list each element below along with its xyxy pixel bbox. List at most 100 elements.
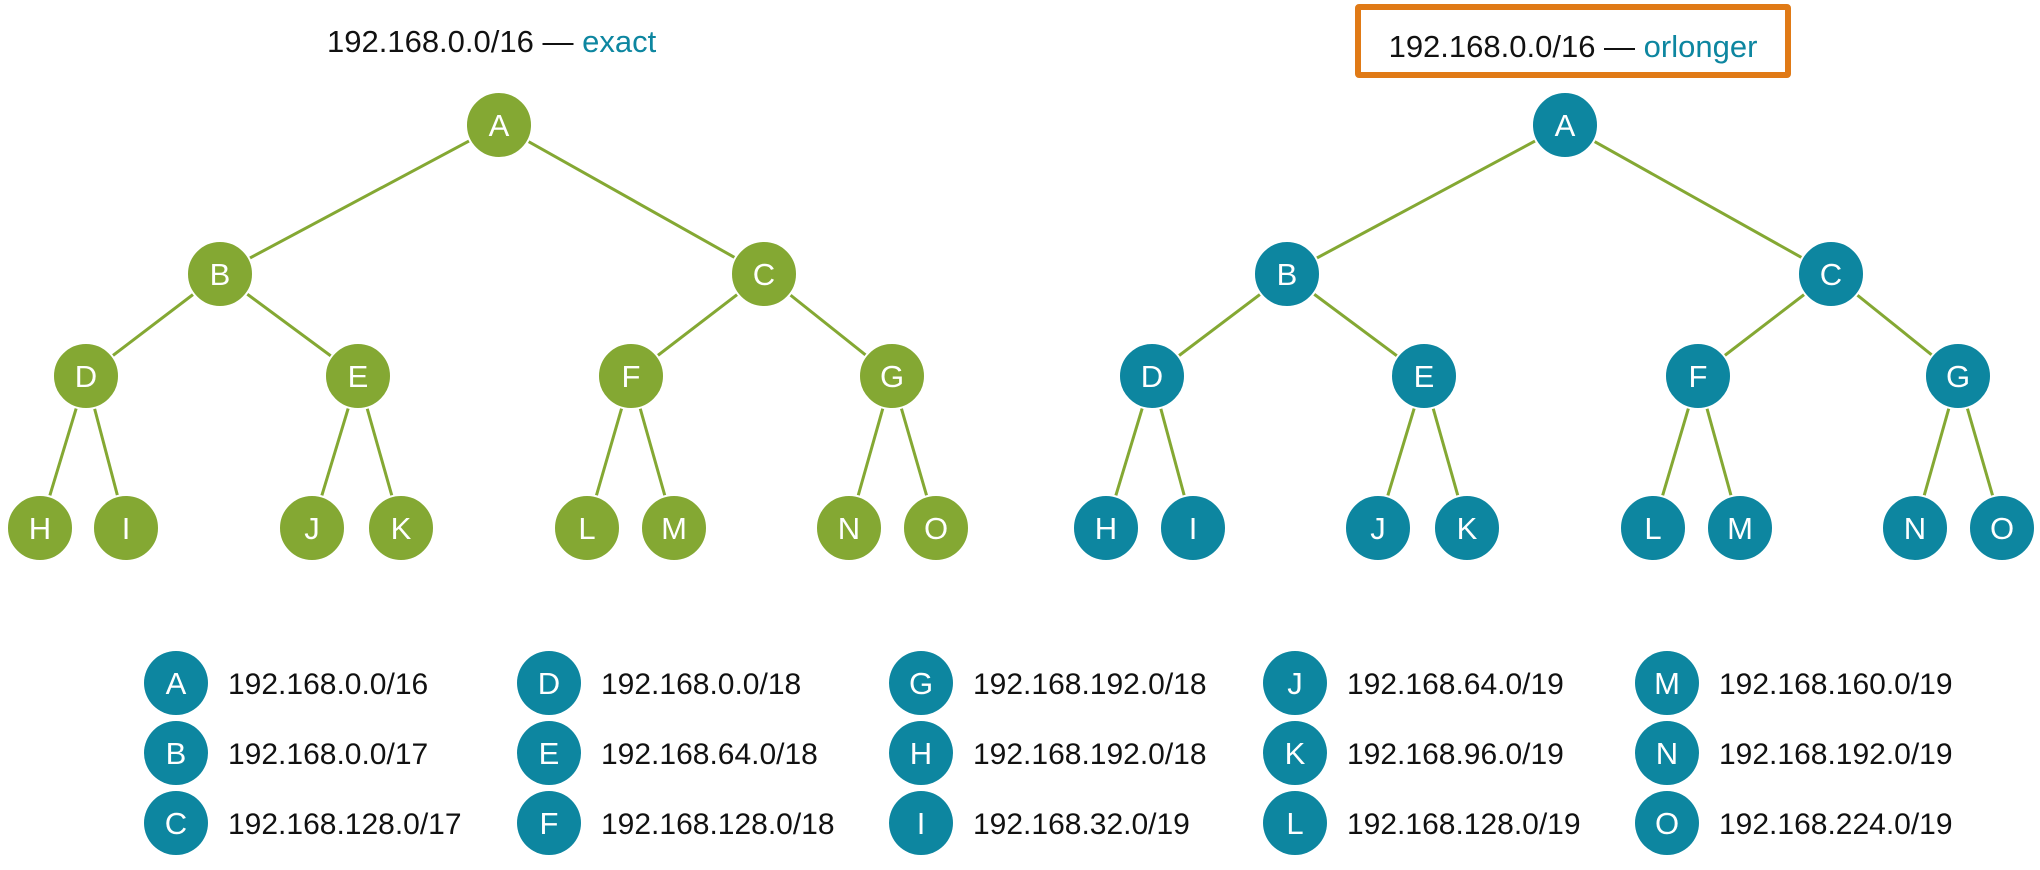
legend-node-circle-H	[889, 721, 953, 785]
legend-prefix-G: 192.168.192.0/18	[973, 668, 1207, 701]
legend-node-circle-K	[1263, 721, 1327, 785]
legend-prefix-D: 192.168.0.0/18	[601, 668, 801, 701]
node-orlonger-F: F	[1664, 342, 1732, 410]
node-circle-orlonger-G	[1924, 342, 1992, 410]
node-label-orlonger-I: I	[1189, 511, 1198, 546]
legend-prefix-B: 192.168.0.0/17	[228, 738, 428, 771]
node-circle-exact-A	[465, 91, 533, 159]
node-circle-orlonger-N	[1881, 494, 1949, 562]
node-exact-B: B	[186, 240, 254, 308]
node-circle-orlonger-A	[1531, 91, 1599, 159]
legend-node-circle-L	[1263, 791, 1327, 855]
node-label-exact-O: O	[924, 511, 948, 546]
title-exact-separator: —	[533, 24, 583, 59]
legend-node-circle-O	[1635, 791, 1699, 855]
node-orlonger-O: O	[1968, 494, 2036, 562]
legend-item-K: K 192.168.96.0/19	[1263, 721, 1564, 785]
legend-node-circle-G	[889, 651, 953, 715]
legend-node-label-B: B	[166, 736, 187, 771]
node-label-exact-F: F	[622, 359, 641, 394]
node-exact-M: M	[640, 494, 708, 562]
edge-exact-A-B	[219, 123, 500, 276]
node-label-orlonger-F: F	[1689, 359, 1708, 394]
node-orlonger-K: K	[1433, 494, 1501, 562]
edge-orlonger-A-C	[1564, 123, 1832, 276]
legend-node-circle-D	[517, 651, 581, 715]
node-circle-orlonger-I	[1159, 494, 1227, 562]
node-circle-exact-K	[367, 494, 435, 562]
node-exact-K: K	[367, 494, 435, 562]
legend-node-label-O: O	[1655, 806, 1679, 841]
legend-item-G: G 192.168.192.0/18	[889, 651, 1207, 715]
legend-node-label-D: D	[538, 666, 560, 701]
node-exact-E: E	[324, 342, 392, 410]
legend-prefix-O: 192.168.224.0/19	[1719, 808, 1953, 841]
node-circle-exact-E	[324, 342, 392, 410]
legend-node-circle-E	[517, 721, 581, 785]
legend-prefix-K: 192.168.96.0/19	[1347, 738, 1564, 771]
legend-prefix-M: 192.168.160.0/19	[1719, 668, 1953, 701]
legend-node-label-N: N	[1656, 736, 1678, 771]
legend-node-label-F: F	[540, 806, 559, 841]
title-exact-mode: exact	[582, 24, 657, 59]
node-label-exact-I: I	[122, 511, 131, 546]
node-exact-G: G	[858, 342, 926, 410]
node-exact-F: F	[597, 342, 665, 410]
title-orlonger-prefix: 192.168.0.0/16	[1388, 29, 1596, 64]
legend-node-label-I: I	[917, 806, 926, 841]
legend-prefix-E: 192.168.64.0/18	[601, 738, 818, 771]
node-exact-O: O	[902, 494, 970, 562]
node-orlonger-L: L	[1619, 494, 1687, 562]
node-circle-orlonger-H	[1072, 494, 1140, 562]
legend-node-circle-I	[889, 791, 953, 855]
legend-node-circle-M	[1635, 651, 1699, 715]
node-circle-exact-I	[92, 494, 160, 562]
node-label-orlonger-D: D	[1141, 359, 1163, 394]
node-circle-exact-N	[815, 494, 883, 562]
node-label-exact-L: L	[578, 511, 595, 546]
node-exact-N: N	[815, 494, 883, 562]
legend-prefix-F: 192.168.128.0/18	[601, 808, 835, 841]
legend-item-O: O 192.168.224.0/19	[1635, 791, 1953, 855]
node-exact-D: D	[52, 342, 120, 410]
node-label-orlonger-L: L	[1644, 511, 1661, 546]
node-label-exact-C: C	[753, 257, 775, 292]
legend-node-circle-B	[144, 721, 208, 785]
legend-prefix-I: 192.168.32.0/19	[973, 808, 1190, 841]
node-orlonger-C: C	[1797, 240, 1865, 308]
legend-node-label-E: E	[539, 736, 560, 771]
legend-prefix-C: 192.168.128.0/17	[228, 808, 462, 841]
node-label-exact-D: D	[75, 359, 97, 394]
node-circle-exact-M	[640, 494, 708, 562]
node-circle-exact-H	[6, 494, 74, 562]
node-circle-exact-G	[858, 342, 926, 410]
node-circle-exact-O	[902, 494, 970, 562]
legend-node-label-K: K	[1285, 736, 1306, 771]
node-label-orlonger-N: N	[1904, 511, 1926, 546]
node-exact-J: J	[278, 494, 346, 562]
node-circle-orlonger-B	[1253, 240, 1321, 308]
node-label-exact-G: G	[880, 359, 904, 394]
node-orlonger-A: A	[1531, 91, 1599, 159]
legend-node-circle-F	[517, 791, 581, 855]
legend-prefix-H: 192.168.192.0/18	[973, 738, 1207, 771]
title-orlonger-mode: orlonger	[1643, 29, 1758, 64]
node-label-orlonger-J: J	[1370, 511, 1386, 546]
node-circle-orlonger-O	[1968, 494, 2036, 562]
legend-node-label-G: G	[909, 666, 933, 701]
legend-item-F: F 192.168.128.0/18	[517, 791, 835, 855]
legend-item-I: I 192.168.32.0/19	[889, 791, 1190, 855]
legend-node-label-A: A	[166, 666, 187, 701]
title-exact-prefix: 192.168.0.0/16	[327, 24, 534, 59]
node-circle-orlonger-L	[1619, 494, 1687, 562]
node-label-orlonger-A: A	[1555, 108, 1576, 143]
node-circle-exact-F	[597, 342, 665, 410]
legend-item-E: E 192.168.64.0/18	[517, 721, 818, 785]
node-label-exact-E: E	[348, 359, 369, 394]
node-circle-orlonger-C	[1797, 240, 1865, 308]
legend-node-circle-A	[144, 651, 208, 715]
